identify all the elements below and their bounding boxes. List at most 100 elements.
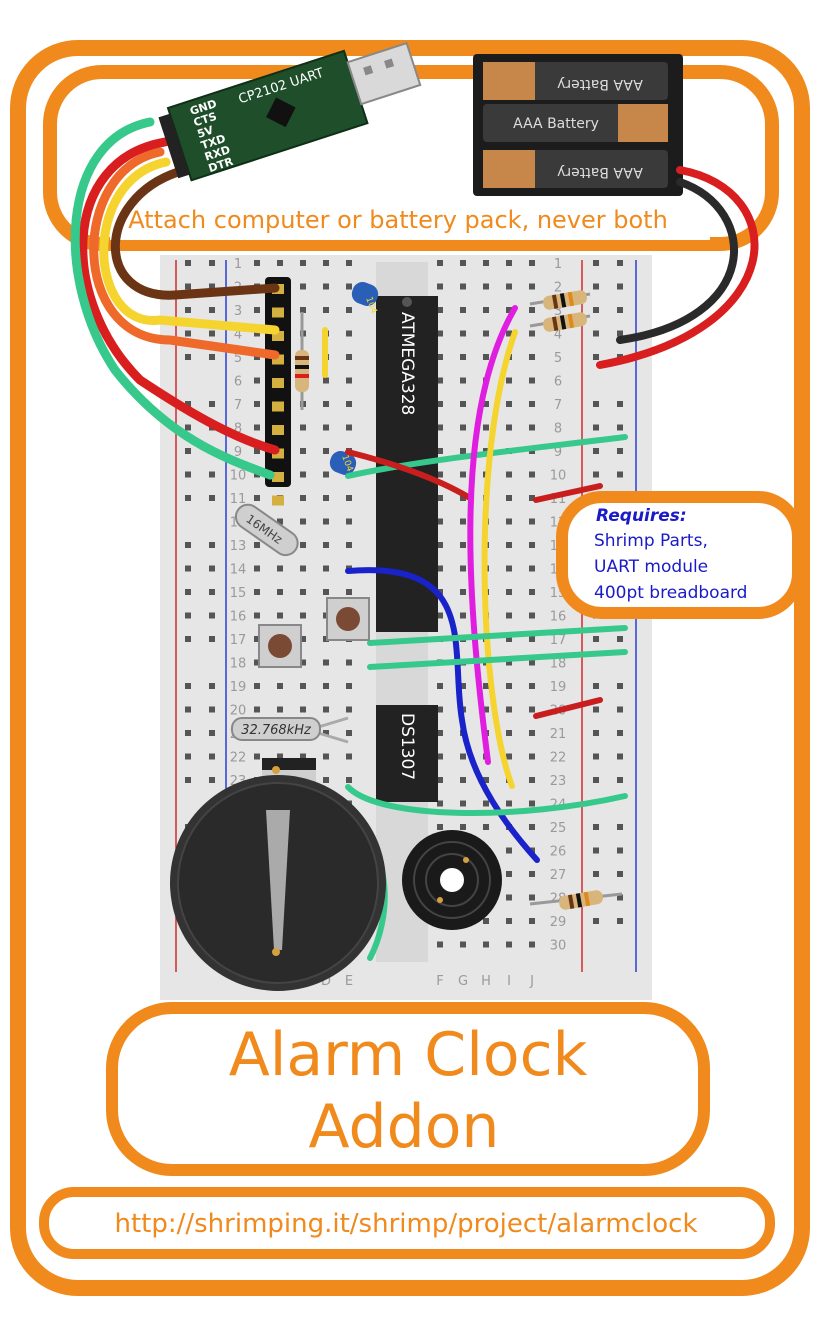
rail-hole [185, 283, 191, 290]
requires-item-2: UART module [594, 557, 708, 577]
breadboard-hole [437, 495, 443, 501]
breadboard-hole [254, 659, 260, 666]
breadboard-hole [323, 283, 329, 290]
row-number: 20 [230, 704, 247, 719]
breadboard-hole [437, 542, 443, 548]
row-number: 18 [550, 657, 567, 672]
requires-callout: Requires: Shrimp Parts, UART module 400p… [556, 491, 804, 619]
rail-hole [209, 354, 215, 360]
breadboard-hole [437, 565, 443, 572]
breadboard-hole [529, 424, 535, 431]
breadboard-hole [506, 589, 512, 595]
breadboard-hole [483, 401, 489, 407]
wire-green-4 [345, 784, 628, 816]
battery-cell-2-label: AAA Battery [513, 116, 599, 132]
breadboard-hole [437, 471, 443, 478]
breadboard-hole [254, 683, 260, 689]
breadboard-hole [346, 260, 352, 266]
breadboard-hole [437, 354, 443, 360]
row-number: 11 [230, 492, 247, 507]
breadboard-hole [254, 542, 260, 548]
battery-cell-2: AAA Battery [483, 104, 668, 142]
breadboard-hole [254, 330, 260, 337]
breadboard-hole [254, 565, 260, 572]
rail-hole [593, 260, 599, 266]
breadboard-hole [300, 753, 306, 760]
battery-wire-red [596, 166, 759, 369]
battery-wire-black [616, 178, 739, 344]
rail-hole [593, 730, 599, 736]
breadboard-hole [300, 612, 306, 619]
breadboard-hole [254, 706, 260, 713]
rail-hole [593, 683, 599, 689]
resistor-3 [529, 890, 623, 910]
breadboard-hole [346, 589, 352, 595]
breadboard-hole [323, 706, 329, 713]
breadboard-hole [506, 471, 512, 478]
rail-hole [593, 401, 599, 407]
row-number: 1 [554, 257, 562, 272]
breadboard-hole [346, 307, 352, 313]
breadboard-hole [460, 283, 466, 290]
rail-hole [185, 260, 191, 266]
breadboard-hole [437, 377, 443, 384]
breadboard-hole [506, 894, 512, 901]
rail-hole [617, 730, 623, 736]
breadboard-hole [460, 448, 466, 454]
breadboard-hole [277, 683, 283, 689]
wire-yellow [99, 157, 280, 335]
breadboard-hole [346, 706, 352, 713]
breadboard-hole [529, 377, 535, 384]
breadboard-hole [529, 683, 535, 689]
breadboard-hole [529, 589, 535, 595]
row-number: 15 [230, 586, 247, 601]
breadboard-hole [483, 354, 489, 360]
column-letter: I [507, 974, 511, 989]
row-number: 25 [550, 821, 567, 836]
breadboard-hole [277, 589, 283, 595]
title-line-2: Addon [309, 1092, 500, 1162]
capacitor-2: 104 [329, 451, 357, 475]
rail-hole [209, 330, 215, 337]
rail-hole [209, 753, 215, 760]
breadboard-hole [254, 307, 260, 313]
breadboard-hole [437, 401, 443, 407]
breadboard-hole [437, 706, 443, 713]
url-link[interactable]: http://shrimping.it/shrimp/project/alarm… [114, 1209, 697, 1239]
breadboard-hole [483, 918, 489, 924]
breadboard-hole [300, 283, 306, 290]
wire-brown [111, 167, 280, 300]
row-number: 4 [234, 328, 242, 343]
row-number: 19 [230, 680, 247, 695]
breadboard-hole [254, 401, 260, 407]
breadboard-hole [254, 753, 260, 760]
breadboard-hole [437, 753, 443, 760]
breadboard-hole [483, 424, 489, 431]
breadboard-hole [529, 918, 535, 924]
breadboard-hole [529, 706, 535, 713]
rail-hole [209, 706, 215, 713]
breadboard-hole [323, 307, 329, 313]
crystal-32khz-label: 32.768kHz [241, 723, 312, 738]
breadboard-hole [529, 565, 535, 572]
breadboard-hole [460, 542, 466, 548]
battery-cell-3-label: AAA Battery [557, 164, 643, 180]
breadboard-hole [254, 636, 260, 642]
rail-hole [209, 401, 215, 407]
breadboard-hole [460, 307, 466, 313]
breadboard-hole [506, 847, 512, 854]
breadboard-hole [277, 753, 283, 760]
row-number: 7 [554, 398, 562, 413]
wire-blue [345, 567, 540, 863]
breadboard-hole [346, 424, 352, 431]
breadboard-hole [323, 401, 329, 407]
rail-hole [593, 636, 599, 642]
row-number: 17 [550, 633, 567, 648]
row-number: 4 [554, 328, 562, 343]
battery-cell-1-label: AAA Battery [557, 76, 643, 92]
rail-hole [209, 260, 215, 266]
breadboard-hole [300, 683, 306, 689]
row-number: 22 [550, 751, 567, 766]
battery-cell-3: AAA Battery [483, 150, 668, 188]
breadboard-hole [254, 260, 260, 266]
